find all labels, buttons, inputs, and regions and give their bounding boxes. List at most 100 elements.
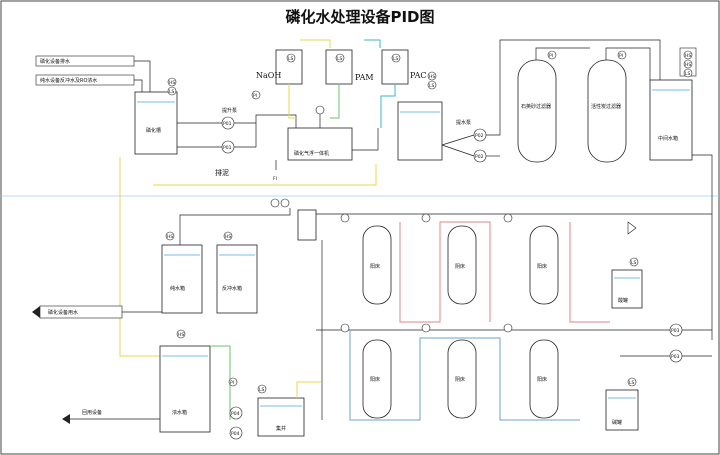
svg-text:LS: LS <box>631 260 637 266</box>
tank-feed-line <box>179 208 291 245</box>
svg-text:磷化气浮一体机: 磷化气浮一体机 <box>294 150 329 157</box>
svg-text:浓水箱: 浓水箱 <box>172 409 187 416</box>
svg-text:HS: HS <box>225 234 231 240</box>
pi-gauge-2 <box>280 198 290 208</box>
svg-text:酸罐: 酸罐 <box>618 297 628 304</box>
svg-text:活性炭过滤器: 活性炭过滤器 <box>591 103 621 110</box>
naoh-tank: LS NaOH <box>256 49 303 119</box>
svg-text:LS: LS <box>259 387 265 393</box>
resin-col-c1: 阳床 <box>529 225 559 305</box>
svg-text:P02: P02 <box>475 133 484 139</box>
svg-text:PI: PI <box>549 53 553 59</box>
svg-text:提升泵: 提升泵 <box>222 107 237 114</box>
svg-text:阳床: 阳床 <box>370 376 380 383</box>
pac-tank: LS PAC <box>380 49 427 128</box>
sludge-label: 排泥 <box>215 168 229 177</box>
clarifier-tank: HS LS <box>397 71 443 161</box>
svg-text:反冲水箱: 反冲水箱 <box>222 285 242 292</box>
pam-tank: LS PAM <box>325 49 374 119</box>
pi-r5 <box>421 323 431 333</box>
acid-tank: LS 酸罐 <box>611 257 643 309</box>
pi-r6 <box>503 323 513 333</box>
dosing-pumps-p03: P03 P03 <box>620 323 712 363</box>
resin-col-b1: 阴床 <box>447 225 477 305</box>
green-overflow <box>210 345 231 420</box>
reaction-unit: 磷化气浮一体机 <box>287 105 379 161</box>
resin-col-c2: 阳床 <box>529 339 559 419</box>
sludge-valve-tag: FI <box>273 176 277 182</box>
svg-text:HS: HS <box>169 80 175 86</box>
cartridge-filter <box>297 209 317 241</box>
outlet-to-phos: 磷化设备用水 <box>32 305 162 319</box>
outlet-to-reuse: 回用设备 <box>62 409 160 424</box>
svg-text:PAC: PAC <box>410 71 427 80</box>
svg-text:LS: LS <box>337 56 343 62</box>
svg-text:PI: PI <box>619 53 623 59</box>
svg-text:LS: LS <box>629 380 635 386</box>
svg-text:阴床: 阴床 <box>455 376 465 383</box>
pure-water-tank: HS 纯水箱 <box>161 231 203 314</box>
svg-text:回用设备: 回用设备 <box>82 409 102 416</box>
svg-text:HS: HS <box>178 332 184 338</box>
svg-text:PAM: PAM <box>355 73 374 82</box>
pumps-p04: P04 P04 PI <box>228 377 243 440</box>
svg-text:磷化槽: 磷化槽 <box>146 127 161 134</box>
svg-text:LS: LS <box>288 56 294 62</box>
svg-text:碱罐: 碱罐 <box>612 419 622 426</box>
svg-text:阳床: 阳床 <box>537 376 547 383</box>
svg-text:P04: P04 <box>231 411 240 417</box>
backwash-tank: HS 反冲水箱 <box>216 231 258 314</box>
svg-text:HS: HS <box>685 62 691 68</box>
resin-col-a2: 阳床 <box>362 339 392 419</box>
sand-filter: PI 石英砂过滤器 <box>517 47 590 163</box>
lift-pumps: 提升泵 P01 P01 PI <box>177 90 297 154</box>
valve-right <box>627 221 637 235</box>
svg-text:中间水箱: 中间水箱 <box>658 135 678 142</box>
svg-text:纯水设备反冲水及RO浓水: 纯水设备反冲水及RO浓水 <box>40 77 97 84</box>
svg-text:石英砂过滤器: 石英砂过滤器 <box>521 103 551 110</box>
alkali-tank: LS 碱罐 <box>605 377 639 431</box>
svg-text:LS: LS <box>393 56 399 62</box>
pi-r2 <box>421 213 431 223</box>
diagram-title: 磷化水处理设备PID图 <box>285 8 434 26</box>
pi-r1 <box>340 213 350 223</box>
svg-text:PI: PI <box>230 380 234 386</box>
svg-text:HS: HS <box>429 74 435 80</box>
pink-loop-right <box>569 222 610 323</box>
resin-col-a1: 阳床 <box>362 225 392 305</box>
pi-gauge-1 <box>270 198 280 208</box>
svg-text:LS: LS <box>169 89 175 95</box>
svg-text:阳床: 阳床 <box>370 263 380 270</box>
svg-text:LS: LS <box>429 83 435 89</box>
svg-text:阳床: 阳床 <box>537 263 547 270</box>
carbon-filter: PI 活性炭过滤器 <box>587 47 651 163</box>
svg-text:P01: P01 <box>223 145 232 151</box>
svg-text:PI: PI <box>253 93 257 99</box>
yellow-return-line <box>119 157 160 357</box>
svg-text:P04: P04 <box>231 431 240 437</box>
transfer-pumps: 提水泵 P02 P02 <box>441 39 661 163</box>
svg-text:P02: P02 <box>475 154 484 160</box>
pi-r4 <box>340 323 350 333</box>
svg-text:阴床: 阴床 <box>455 263 465 270</box>
resin-col-b2: 阴床 <box>447 339 477 419</box>
svg-text:P03: P03 <box>671 354 680 360</box>
svg-text:集井: 集井 <box>276 425 286 432</box>
svg-text:NaOH: NaOH <box>256 71 281 80</box>
pink-loop-top <box>399 221 491 323</box>
yellow-top-line <box>153 164 377 186</box>
svg-text:磷化设备排水: 磷化设备排水 <box>40 58 70 65</box>
concentrate-tank: HS 浓水箱 <box>159 329 211 433</box>
svg-text:提水泵: 提水泵 <box>456 119 471 126</box>
mid-tank: HS HS LS 中间水箱 <box>649 47 713 340</box>
svg-text:LS: LS <box>685 71 691 77</box>
pi-r3 <box>503 213 513 223</box>
svg-text:P03: P03 <box>671 328 680 334</box>
svg-text:HS: HS <box>167 234 173 240</box>
svg-text:纯水箱: 纯水箱 <box>170 285 185 292</box>
svg-text:磷化设备用水: 磷化设备用水 <box>48 309 78 316</box>
inlet-pure-backwash: 纯水设备反冲水及RO浓水 <box>35 74 143 92</box>
sump: LS 集井 <box>257 381 322 437</box>
